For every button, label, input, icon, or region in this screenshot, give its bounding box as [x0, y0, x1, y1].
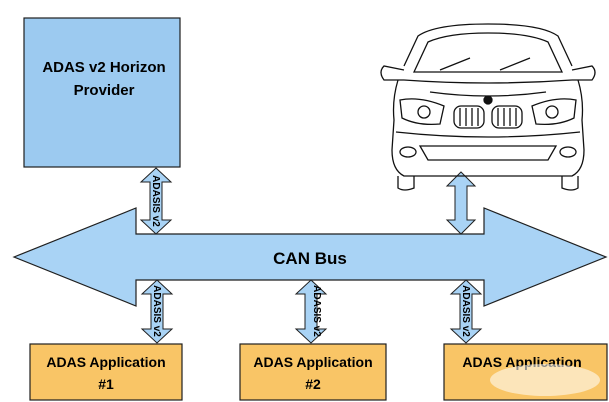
can-bus-label: CAN Bus [273, 249, 347, 268]
app2-adasis-label: ADASIS v2 [311, 285, 322, 337]
app2-label-line1: ADAS Application [253, 354, 372, 370]
app1-label-line2: #1 [98, 376, 114, 392]
horizon-provider-box [23, 17, 181, 168]
app1-adasis-label: ADASIS v2 [151, 285, 162, 337]
app2-box [239, 343, 387, 401]
app2-label-line2: #2 [305, 376, 321, 392]
app2-adasis-arrow [294, 279, 328, 344]
provider-title-line2: Provider [74, 82, 135, 99]
car-illustration [380, 23, 596, 191]
vehicle-bus-arrow [445, 171, 477, 235]
app1-box [29, 343, 183, 401]
provider-adasis-arrow [139, 167, 173, 235]
app1-adasis-arrow [140, 279, 174, 344]
app3-adasis-arrow [449, 279, 483, 344]
provider-adasis-label: ADASIS v2 [150, 175, 161, 227]
app3-adasis-label: ADASIS v2 [460, 285, 471, 337]
app1-label-line1: ADAS Application [46, 354, 165, 370]
can-bus-arrow [12, 207, 608, 307]
watermark-smudge [490, 364, 600, 396]
provider-title-line1: ADAS v2 Horizon [42, 59, 165, 76]
